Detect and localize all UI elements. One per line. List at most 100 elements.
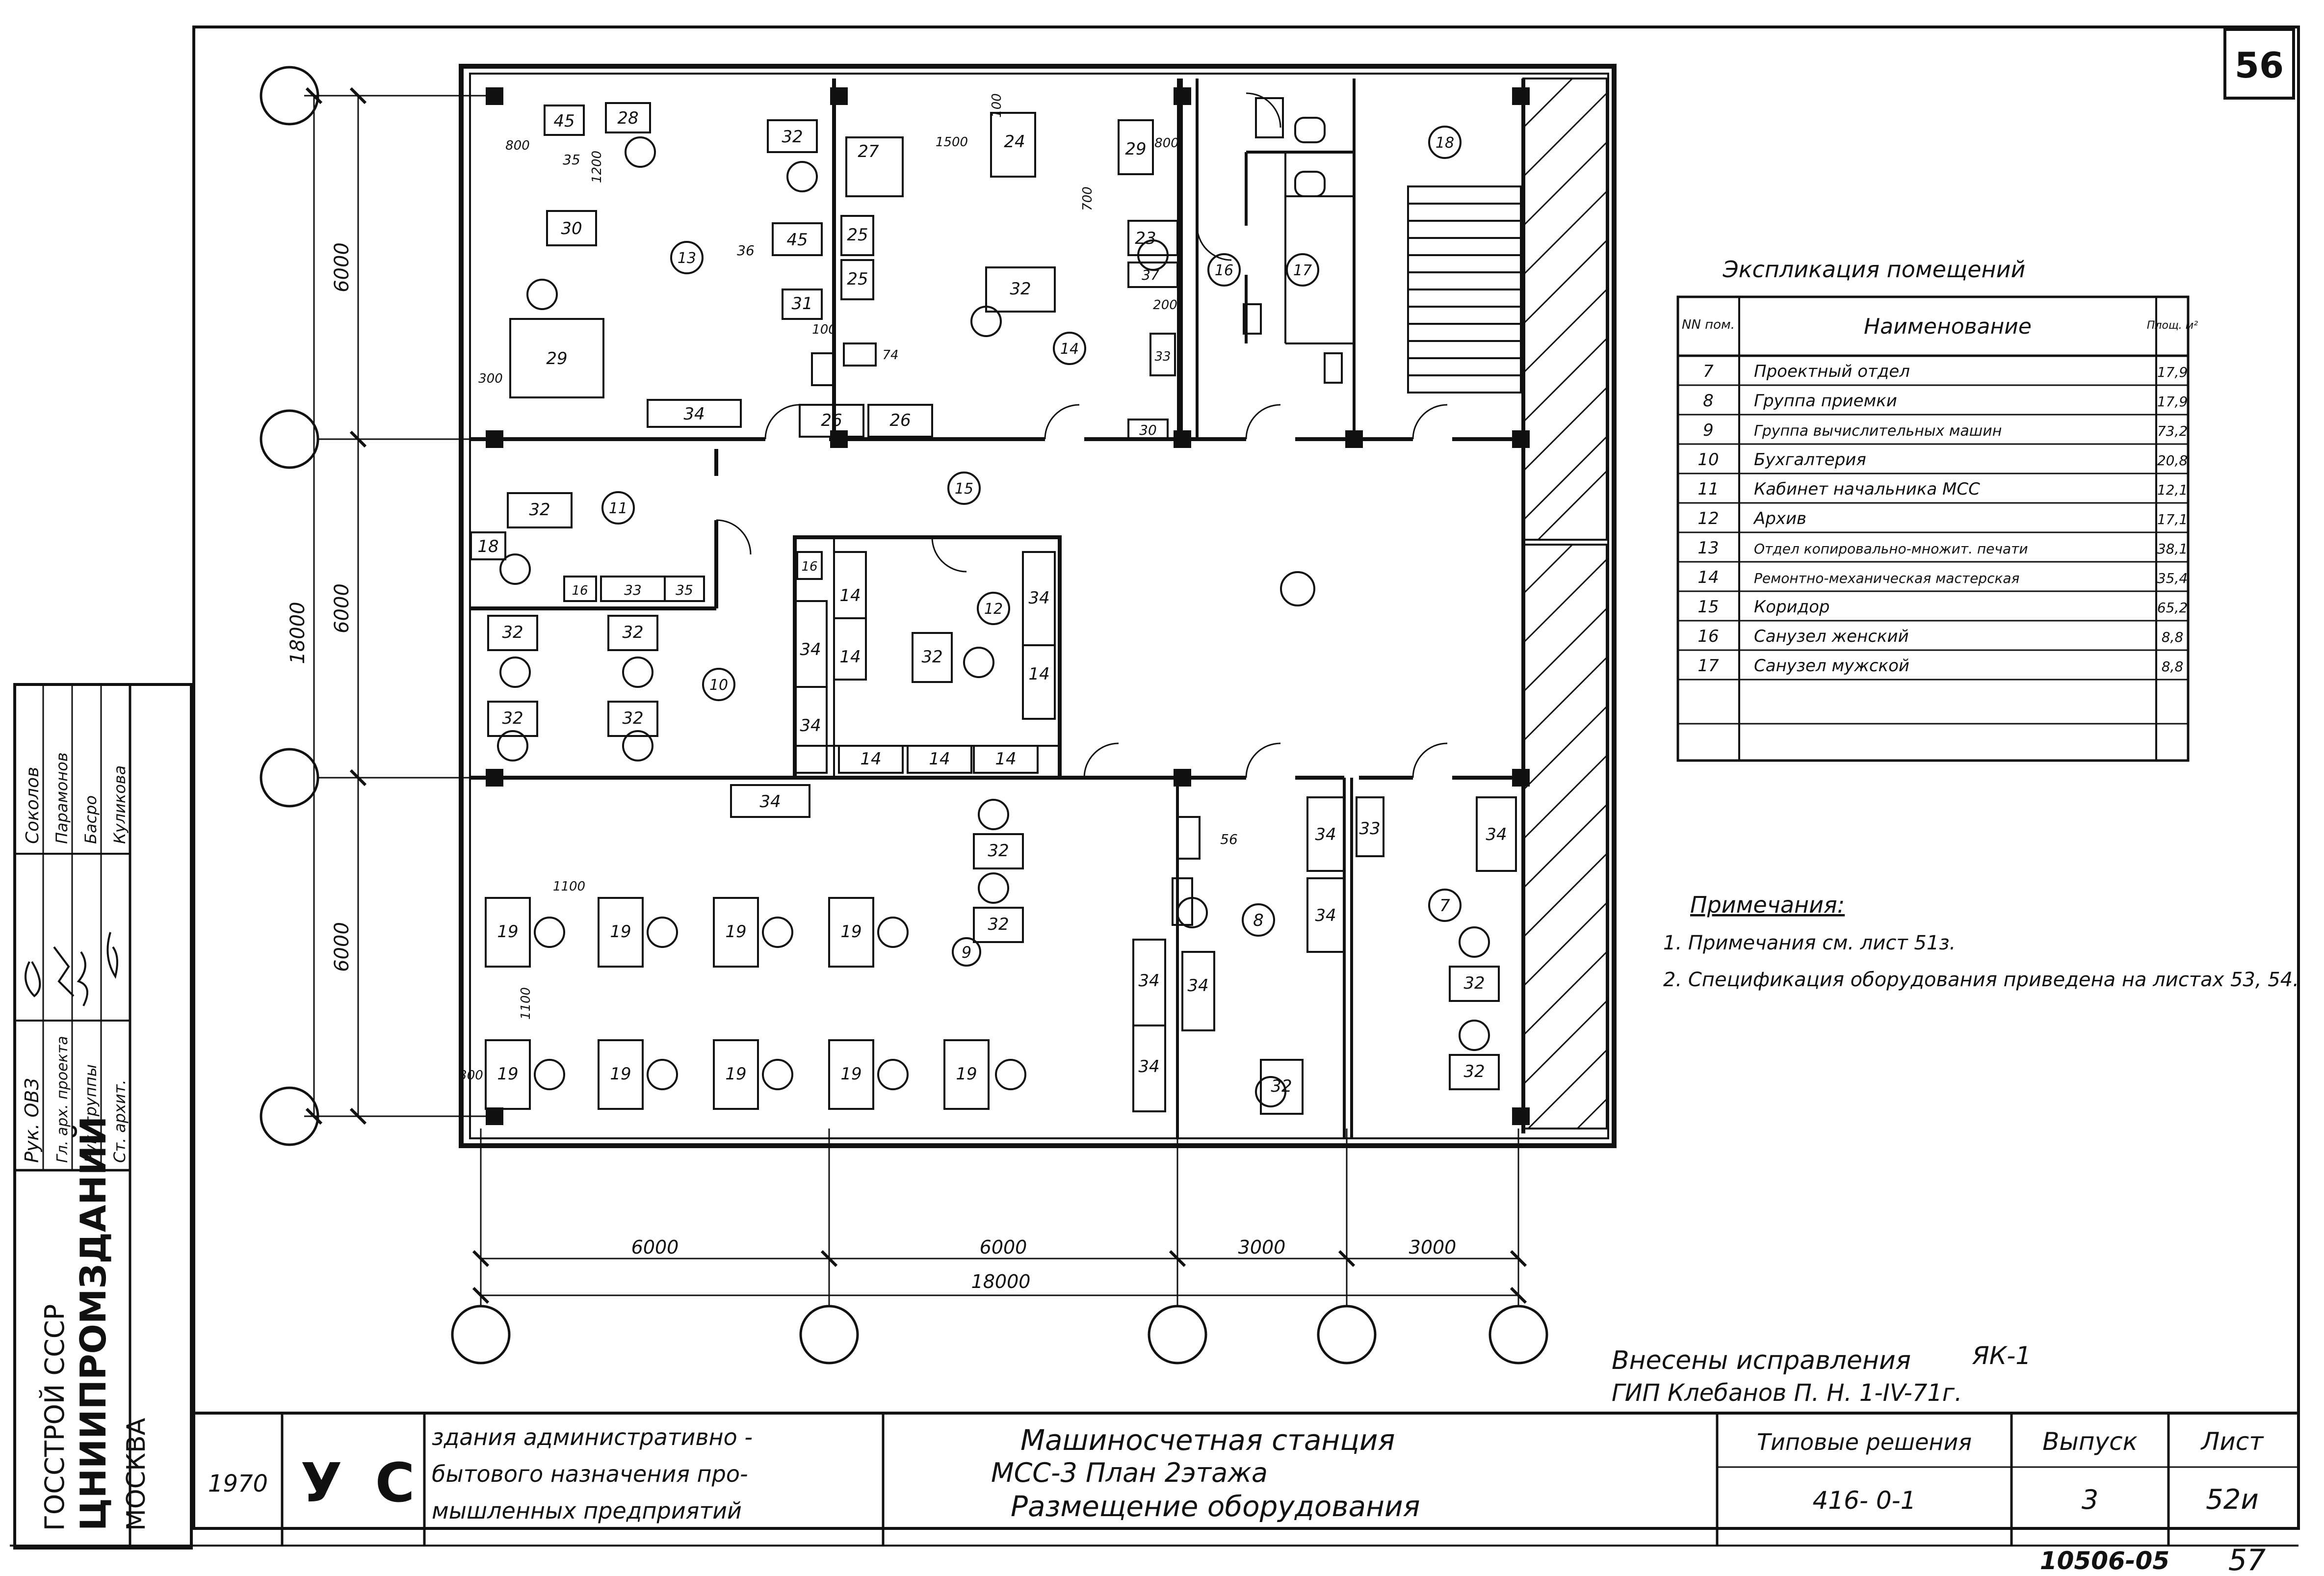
axis-marker-bottom-4 xyxy=(1317,1305,1377,1365)
row-area-12: 17,1 xyxy=(2157,511,2188,527)
issue-value: 3 xyxy=(2082,1484,2098,1515)
equip-34-d: 34 xyxy=(1028,588,1049,608)
dim-vertical-1: 6000 xyxy=(331,242,353,292)
title-line-1: Машиносчетная станция xyxy=(1020,1423,1395,1457)
stamp-name-3: Басро xyxy=(81,795,100,844)
row-num-14: 14 xyxy=(1697,568,1719,587)
title-year: 1970 xyxy=(208,1470,268,1497)
dim-300-a: 300 xyxy=(478,371,503,386)
axis-marker-bottom-2 xyxy=(799,1305,859,1365)
room-13: 13 xyxy=(678,250,696,267)
row-num-9: 9 xyxy=(1703,420,1714,440)
equip-45-b: 45 xyxy=(786,230,808,250)
stamp-name-2: Парамонов xyxy=(52,752,71,844)
room-11: 11 xyxy=(609,500,627,517)
equip-37: 37 xyxy=(1142,267,1159,283)
sheet-label: Лист xyxy=(2200,1427,2265,1456)
header-area: Площ. м² xyxy=(2147,319,2198,332)
axis-marker-bottom-3 xyxy=(1148,1305,1207,1365)
equip-14-d: 14 xyxy=(860,749,881,769)
dim-vertical-3: 6000 xyxy=(331,922,353,972)
row-name-7: Проектный отдел xyxy=(1754,362,1910,381)
note-1: 1. Примечания см. лист 51з. xyxy=(1663,932,1956,954)
row-area-13: 38,1 xyxy=(2157,541,2188,557)
equip-33-c: 33 xyxy=(1359,819,1380,839)
equip-14-b: 14 xyxy=(839,647,861,667)
row-num-12: 12 xyxy=(1697,509,1719,528)
sheet-number: 56 xyxy=(2235,45,2284,86)
stamp-name-1: Соколов xyxy=(23,767,43,844)
room-14: 14 xyxy=(1060,341,1079,358)
header-name: Наименование xyxy=(1864,314,2032,339)
row-num-16: 16 xyxy=(1697,627,1719,646)
stamp-role-4: Ст. архит. xyxy=(110,1079,129,1163)
dim-1200: 1200 xyxy=(590,151,604,183)
equip-19-g: 19 xyxy=(725,1064,746,1084)
room-7: 7 xyxy=(1439,896,1450,916)
equip-34-f: 34 xyxy=(1138,971,1159,991)
axis-marker-bottom-1 xyxy=(451,1305,511,1365)
title-block-grid xyxy=(281,1413,2298,1546)
corrections-line-1: Внесены исправления xyxy=(1612,1346,1911,1375)
row-area-14: 35,4 xyxy=(2157,570,2188,586)
horizontal-dimension-chain xyxy=(472,1250,1527,1304)
equip-74: 74 xyxy=(882,348,898,363)
structural-columns xyxy=(486,87,1530,1125)
equip-14-e: 14 xyxy=(929,749,950,769)
dim-200: 200 xyxy=(1153,298,1177,313)
seat-circles xyxy=(497,136,1490,1107)
row-num-11: 11 xyxy=(1697,479,1719,499)
equip-14-f: 14 xyxy=(995,749,1016,769)
row-num-13: 13 xyxy=(1697,538,1719,558)
row-name-16: Санузел женский xyxy=(1754,627,1909,646)
equip-25-a: 25 xyxy=(847,225,868,245)
equip-33-b: 33 xyxy=(624,582,642,598)
stamp-role-3: Рук. группы xyxy=(81,1064,100,1163)
equip-31: 31 xyxy=(791,294,812,314)
equip-29-a: 29 xyxy=(546,349,567,368)
axis-marker-bottom-5 xyxy=(1488,1305,1548,1365)
equip-14-c: 14 xyxy=(1028,664,1049,684)
left-stamp xyxy=(13,683,193,1550)
equip-56: 56 xyxy=(1220,831,1238,847)
room-16: 16 xyxy=(1215,262,1233,279)
equip-30-b: 30 xyxy=(1139,422,1157,438)
explication-table-header: NN пом. Наименование Площ. м² xyxy=(1682,314,2198,339)
equip-34-g: 34 xyxy=(1138,1057,1159,1077)
dim-300-b: 300 xyxy=(459,1068,483,1083)
equip-26-a: 26 xyxy=(821,411,842,430)
row-name-15: Коридор xyxy=(1754,597,1830,617)
equip-30: 30 xyxy=(561,219,582,238)
equip-19-d: 19 xyxy=(840,922,862,942)
archive-number: 10506-05 xyxy=(2040,1547,2169,1575)
notes-title: Примечания: xyxy=(1690,892,1845,918)
corrections-mark: ЯК-1 xyxy=(1972,1341,2031,1370)
typical-value: 416- 0-1 xyxy=(1812,1486,1916,1515)
room-9: 9 xyxy=(962,943,971,962)
dim-800-a: 800 xyxy=(505,138,530,153)
equip-23: 23 xyxy=(1135,229,1156,248)
row-num-7: 7 xyxy=(1703,362,1714,381)
equip-19-h: 19 xyxy=(840,1064,862,1084)
equip-19-a: 19 xyxy=(497,922,518,942)
series-line-2: бытового назначения про- xyxy=(432,1461,748,1487)
equip-25-b: 25 xyxy=(847,269,868,289)
row-name-11: Кабинет начальника МСС xyxy=(1754,479,1980,499)
stamp-role-2: Гл. арх. проекта xyxy=(54,1036,71,1163)
equip-19-e: 19 xyxy=(497,1064,518,1084)
equip-32-e: 32 xyxy=(502,623,523,642)
row-area-8: 17,9 xyxy=(2157,394,2188,410)
row-name-17: Санузел мужской xyxy=(1754,656,1909,676)
row-num-17: 17 xyxy=(1697,656,1719,676)
dim-100-b: 100 xyxy=(812,322,836,337)
row-name-13: Отдел копировально-множит. печати xyxy=(1754,541,2028,557)
dim-horizontal-4: 3000 xyxy=(1409,1236,1457,1258)
equip-34-b: 34 xyxy=(800,640,821,659)
equip-34-i: 34 xyxy=(1315,825,1336,844)
dim-800-b: 800 xyxy=(1154,136,1179,151)
equip-34-h: 34 xyxy=(1187,976,1208,996)
dim-horizontal-3: 3000 xyxy=(1238,1236,1286,1258)
row-area-15: 65,2 xyxy=(2157,600,2188,616)
title-letter-c: С xyxy=(375,1451,415,1514)
